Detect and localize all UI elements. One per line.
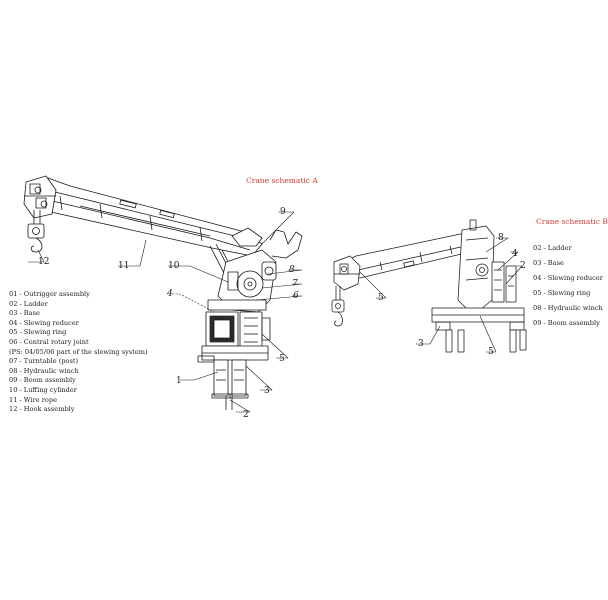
callout-a-11: 11 <box>118 261 129 271</box>
callout-b-3: 3 <box>418 339 424 349</box>
callout-a-1: 1 <box>176 376 182 386</box>
crane-b-boom <box>333 231 483 291</box>
crane-a-hook <box>27 210 45 253</box>
crane-a-drawing: 1 2 3 4 5 6 7 8 9 10 11 12 <box>23 175 303 420</box>
legend-b-item: 04 - Slewing reducer <box>533 274 603 282</box>
legend-a-item: (PS: 04/05/06 part of the slewing system… <box>9 347 148 356</box>
legend-a-item: 06 - Central rotary joint <box>9 337 89 346</box>
legend-a-item: 10 - Luffing cylinder <box>9 385 77 394</box>
callout-b-4: 4 <box>512 249 518 259</box>
callout-a-4: 4 <box>166 289 173 299</box>
callout-a-2: 2 <box>243 410 249 420</box>
crane-b-winch <box>491 261 517 303</box>
crane-b-leader-lines <box>359 237 523 353</box>
crane-a-outrigger <box>211 359 249 399</box>
legend-a-item: 12 - Hook assembly <box>9 405 75 414</box>
callout-b-8: 8 <box>498 233 504 243</box>
crane-a-slewing-system <box>205 299 271 353</box>
callout-b-5b: 5 <box>488 347 494 357</box>
callout-a-8: 8 <box>289 265 295 275</box>
crane-b-outrigger <box>445 329 527 353</box>
crane-a-rest-bracket <box>269 229 303 259</box>
callout-a-5: 5 <box>279 354 285 364</box>
crane-a-leader-lines <box>28 211 303 413</box>
legend-b-item: 08 - Hydraulic winch <box>533 304 603 312</box>
legend-a-item: 07 - Turntable (post) <box>9 357 79 366</box>
legend-a-item: 02 - Ladder <box>9 299 48 308</box>
crane-b-base <box>431 307 525 331</box>
legend-b-item: 02 - Ladder <box>533 244 572 252</box>
crane-a-boom <box>23 175 263 257</box>
crane-b-callouts: 2 3 4 5 5 8 <box>378 233 526 357</box>
schematic-b-title: Crane schematic B <box>536 217 608 226</box>
schematic-a-title: Crane schematic A <box>246 176 318 185</box>
crane-b-hook <box>331 286 345 327</box>
callout-a-9: 9 <box>280 207 286 217</box>
crane-b-drawing: 2 3 4 5 5 8 <box>331 219 527 357</box>
legend-a-item: 04 - Slewing reducer <box>9 318 79 327</box>
legend-b-item: 05 - Slewing ring <box>533 289 591 297</box>
callout-a-7: 7 <box>292 279 298 289</box>
legend-a-item: 09 - Boom assembly <box>9 376 76 385</box>
callout-a-6: 6 <box>293 291 299 301</box>
callout-b-5a: 5 <box>378 293 384 303</box>
legend-a-item: 11 - Wire rope <box>9 395 57 404</box>
legend-a-item: 01 - Outrigger assembly <box>9 290 90 298</box>
crane-a-hydraulic-winch <box>261 261 277 281</box>
legend-a-item: 08 - Hydraulic winch <box>9 366 79 375</box>
callout-b-2: 2 <box>520 261 526 271</box>
callout-a-10: 10 <box>168 261 180 271</box>
schematic-a-legend: 01 - Outrigger assembly 02 - Ladder 03 -… <box>9 290 148 415</box>
callout-a-12: 12 <box>38 257 49 267</box>
crane-b-turntable <box>457 219 495 311</box>
legend-b-item: 09 - Boom assembly <box>533 319 600 327</box>
legend-b-item: 03 - Base <box>533 259 564 267</box>
crane-a-ladder <box>225 396 233 410</box>
crane-a-callouts: 1 2 3 4 5 6 7 8 9 10 11 12 <box>38 207 299 420</box>
legend-a-item: 05 - Slewing ring <box>9 328 67 337</box>
legend-a-item: 03 - Base <box>9 309 40 318</box>
callout-a-3: 3 <box>264 386 270 396</box>
schematic-b-legend: 02 - Ladder 03 - Base 04 - Slewing reduc… <box>533 241 603 331</box>
